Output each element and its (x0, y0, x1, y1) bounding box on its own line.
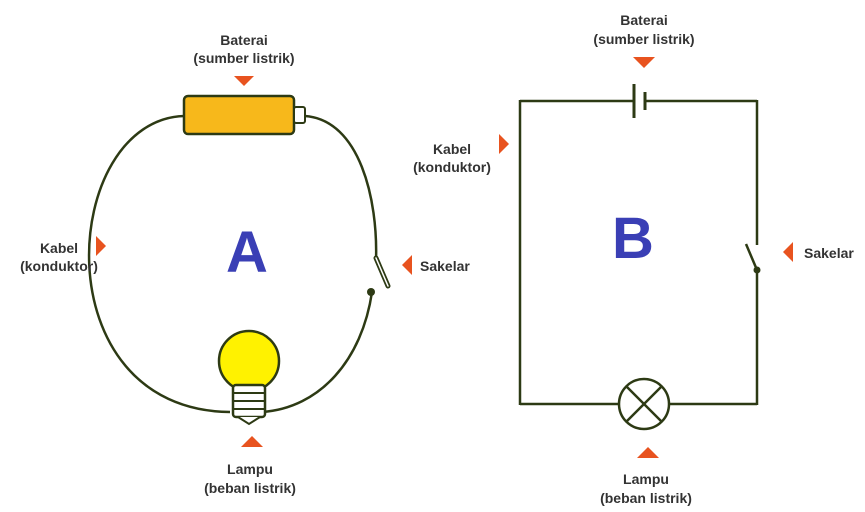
diagram-a-battery-label: Baterai (220, 32, 267, 48)
diagram-a-cable-label: Kabel (40, 240, 78, 256)
battery-icon (182, 94, 306, 136)
arrow-down-icon (234, 76, 254, 86)
diagram-a: A Baterai (sumber listrik) Kabel (konduk… (20, 32, 470, 496)
arrow-right-icon (96, 236, 106, 256)
diagram-a-letter: A (226, 220, 268, 285)
diagram-a-battery-sublabel: (sumber listrik) (193, 50, 294, 66)
diagram-a-switch-label: Sakelar (420, 258, 470, 274)
diagram-a-wire-loop (87, 114, 231, 414)
arrow-left-icon (783, 242, 793, 262)
switch-symbol-icon (744, 243, 761, 274)
diagram-b-letter: B (612, 206, 654, 271)
diagram-a-cable-sublabel: (konduktor) (20, 258, 98, 274)
diagram-a-wire-right-top (304, 114, 378, 261)
diagram-b-battery-label: Baterai (620, 12, 667, 28)
lamp-symbol-icon (617, 377, 671, 431)
light-bulb-icon (217, 329, 281, 426)
arrow-up-icon (241, 436, 263, 447)
diagram-b-switch-label: Sakelar (804, 245, 854, 261)
diagram-a-lamp-label: Lampu (227, 461, 273, 477)
diagram-b-battery-sublabel: (sumber listrik) (593, 31, 694, 47)
arrow-left-icon (402, 255, 412, 275)
arrow-up-icon (637, 447, 659, 458)
arrow-down-icon (633, 57, 655, 68)
diagram-b-cable-label: Kabel (433, 141, 471, 157)
diagram-a-lamp-sublabel: (beban listrik) (204, 480, 296, 496)
diagram-b: B Baterai (sumber listrik) Kabel (konduk… (413, 12, 854, 506)
battery-symbol-icon (632, 84, 647, 118)
switch-icon (367, 255, 391, 296)
diagram-a-wire-right-bottom (261, 291, 374, 414)
arrow-right-icon (499, 134, 509, 154)
diagram-b-lamp-label: Lampu (623, 471, 669, 487)
diagram-b-cable-sublabel: (konduktor) (413, 159, 491, 175)
diagram-b-lamp-sublabel: (beban listrik) (600, 490, 692, 506)
